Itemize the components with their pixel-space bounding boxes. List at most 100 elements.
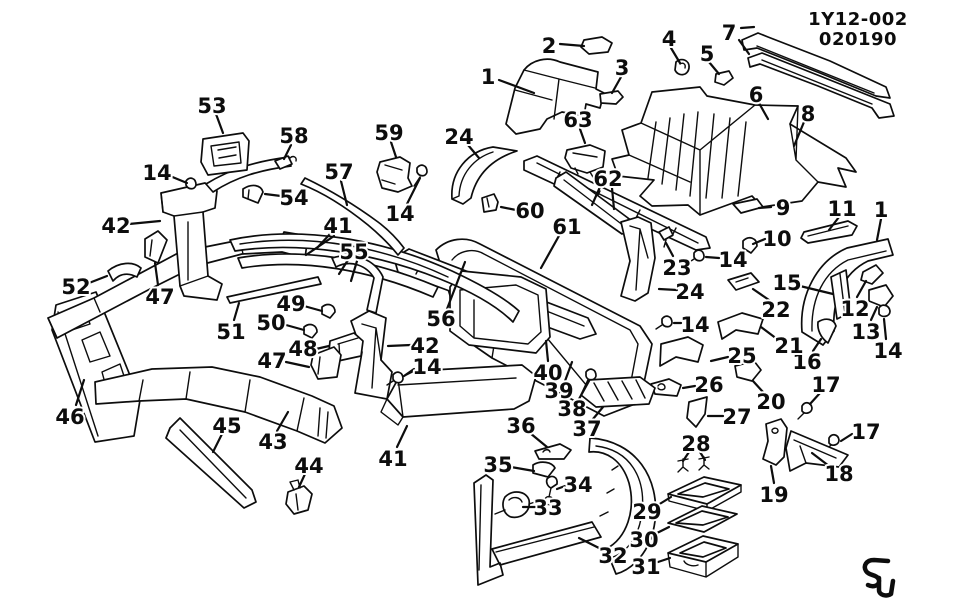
callout-leader-52 (87, 274, 109, 285)
callout-leader-10 (751, 237, 767, 246)
part-callout-33: 33 (533, 496, 562, 520)
callout-leader-24-front (466, 143, 481, 160)
callout-leader-14-floor (704, 255, 721, 260)
callout-leader-59 (389, 140, 398, 159)
part-callout-24-rear: 24 (675, 280, 704, 304)
callout-leader-38 (577, 379, 591, 401)
part-callout-13: 13 (851, 320, 880, 344)
vent-grille-53 (200, 132, 250, 176)
callout-leader-41-frame (304, 234, 336, 257)
callout-leader-43 (275, 410, 290, 433)
pin-14-bracket (655, 315, 673, 330)
part-callout-23: 23 (662, 256, 691, 280)
part-callout-17-lower: 17 (851, 420, 880, 444)
part-callout-7: 7 (722, 21, 737, 45)
callout-leader-7 (739, 25, 756, 30)
filler-52 (107, 262, 142, 282)
crossmember-37 (580, 376, 656, 408)
callout-leader-2 (558, 42, 586, 48)
callout-leader-60 (499, 205, 518, 212)
callout-leader-7 (737, 38, 751, 56)
pin-14-cowl (185, 177, 197, 190)
part-callout-18: 18 (824, 462, 853, 486)
clip-10 (742, 236, 758, 254)
header-bar-8 (747, 52, 895, 119)
part-callout-14-pillar: 14 (412, 355, 441, 379)
drawing-number: 1Y12-002 (808, 9, 908, 30)
part-callout-16: 16 (792, 350, 821, 374)
brace-59 (376, 156, 413, 193)
callout-leader-9 (757, 205, 773, 210)
clip-54 (242, 184, 264, 204)
part-callout-27: 27 (722, 405, 751, 429)
callout-leader-17-upper (808, 391, 822, 406)
part-callout-17-upper: 17 (811, 373, 840, 397)
bracket-47-center (310, 346, 342, 380)
callout-leader-36 (528, 431, 549, 449)
part-callout-19: 19 (759, 483, 788, 507)
part-callout-4: 4 (662, 27, 677, 51)
clip-12 (860, 264, 884, 285)
callout-leader-54 (263, 192, 283, 198)
callout-leader-53 (214, 112, 225, 135)
part-callout-32: 32 (598, 544, 627, 568)
callout-leader-17-lower (839, 432, 854, 443)
pin-23 (658, 226, 674, 248)
bracket-19 (762, 418, 788, 466)
part-callout-60: 60 (515, 199, 544, 223)
callout-leader-20 (751, 379, 765, 394)
lock-pillar-42-center (350, 310, 393, 400)
ring-38 (585, 368, 597, 381)
rod-51 (226, 276, 322, 304)
part-callout-62: 62 (593, 167, 622, 191)
part-callout-55: 55 (339, 240, 368, 264)
bracket-18 (785, 430, 849, 472)
callout-leader-46 (74, 378, 86, 407)
bracket-25 (659, 336, 704, 367)
callout-leader-50 (284, 323, 306, 332)
part-callout-8: 8 (801, 102, 816, 126)
leader-layer (74, 25, 888, 564)
clip-20 (734, 360, 762, 382)
bracket-2 (580, 36, 613, 55)
callout-leader-62 (590, 185, 602, 207)
header-bar-7 (741, 32, 891, 99)
part-callout-52: 52 (61, 275, 90, 299)
callout-leader-12 (855, 279, 868, 299)
part-callout-41-rocker: 41 (378, 447, 407, 471)
bolt-34 (544, 475, 558, 506)
callout-leader-34 (555, 484, 567, 491)
part-callout-15: 15 (772, 271, 801, 295)
callout-leader-55 (349, 259, 359, 283)
hinge-pillar-42-front (160, 182, 223, 301)
title-block: 1Y12-002 020190 (806, 7, 909, 52)
pin-14-pillar (386, 371, 404, 386)
clip-47-front (144, 230, 168, 264)
callout-leader-28 (681, 450, 691, 463)
callout-leader-3 (610, 75, 623, 95)
callout-leader-28 (698, 450, 707, 462)
wheelhouse-24-front (451, 146, 518, 205)
clip-27 (686, 396, 708, 428)
part-callout-43: 43 (258, 430, 287, 454)
part-callout-6: 6 (749, 83, 764, 107)
callout-leader-30 (653, 525, 671, 536)
part-callout-11: 11 (827, 197, 856, 221)
bracket-63 (564, 144, 606, 178)
jack-bar-45 (165, 417, 257, 509)
callout-leader-5 (707, 60, 721, 76)
arch-strip-15 (830, 269, 852, 320)
part-callout-14-quarter: 14 (873, 339, 902, 363)
callout-leader-18 (810, 451, 831, 468)
callout-leader-47-center (284, 360, 311, 369)
part-callout-45: 45 (212, 414, 241, 438)
callout-leader-22 (751, 287, 771, 302)
callout-leader-16 (811, 337, 823, 353)
windshield-pillar-1 (505, 58, 605, 135)
part-callout-14-bracket: 14 (680, 313, 709, 337)
callout-leader-26 (681, 384, 697, 390)
part-callout-48: 48 (288, 337, 317, 361)
